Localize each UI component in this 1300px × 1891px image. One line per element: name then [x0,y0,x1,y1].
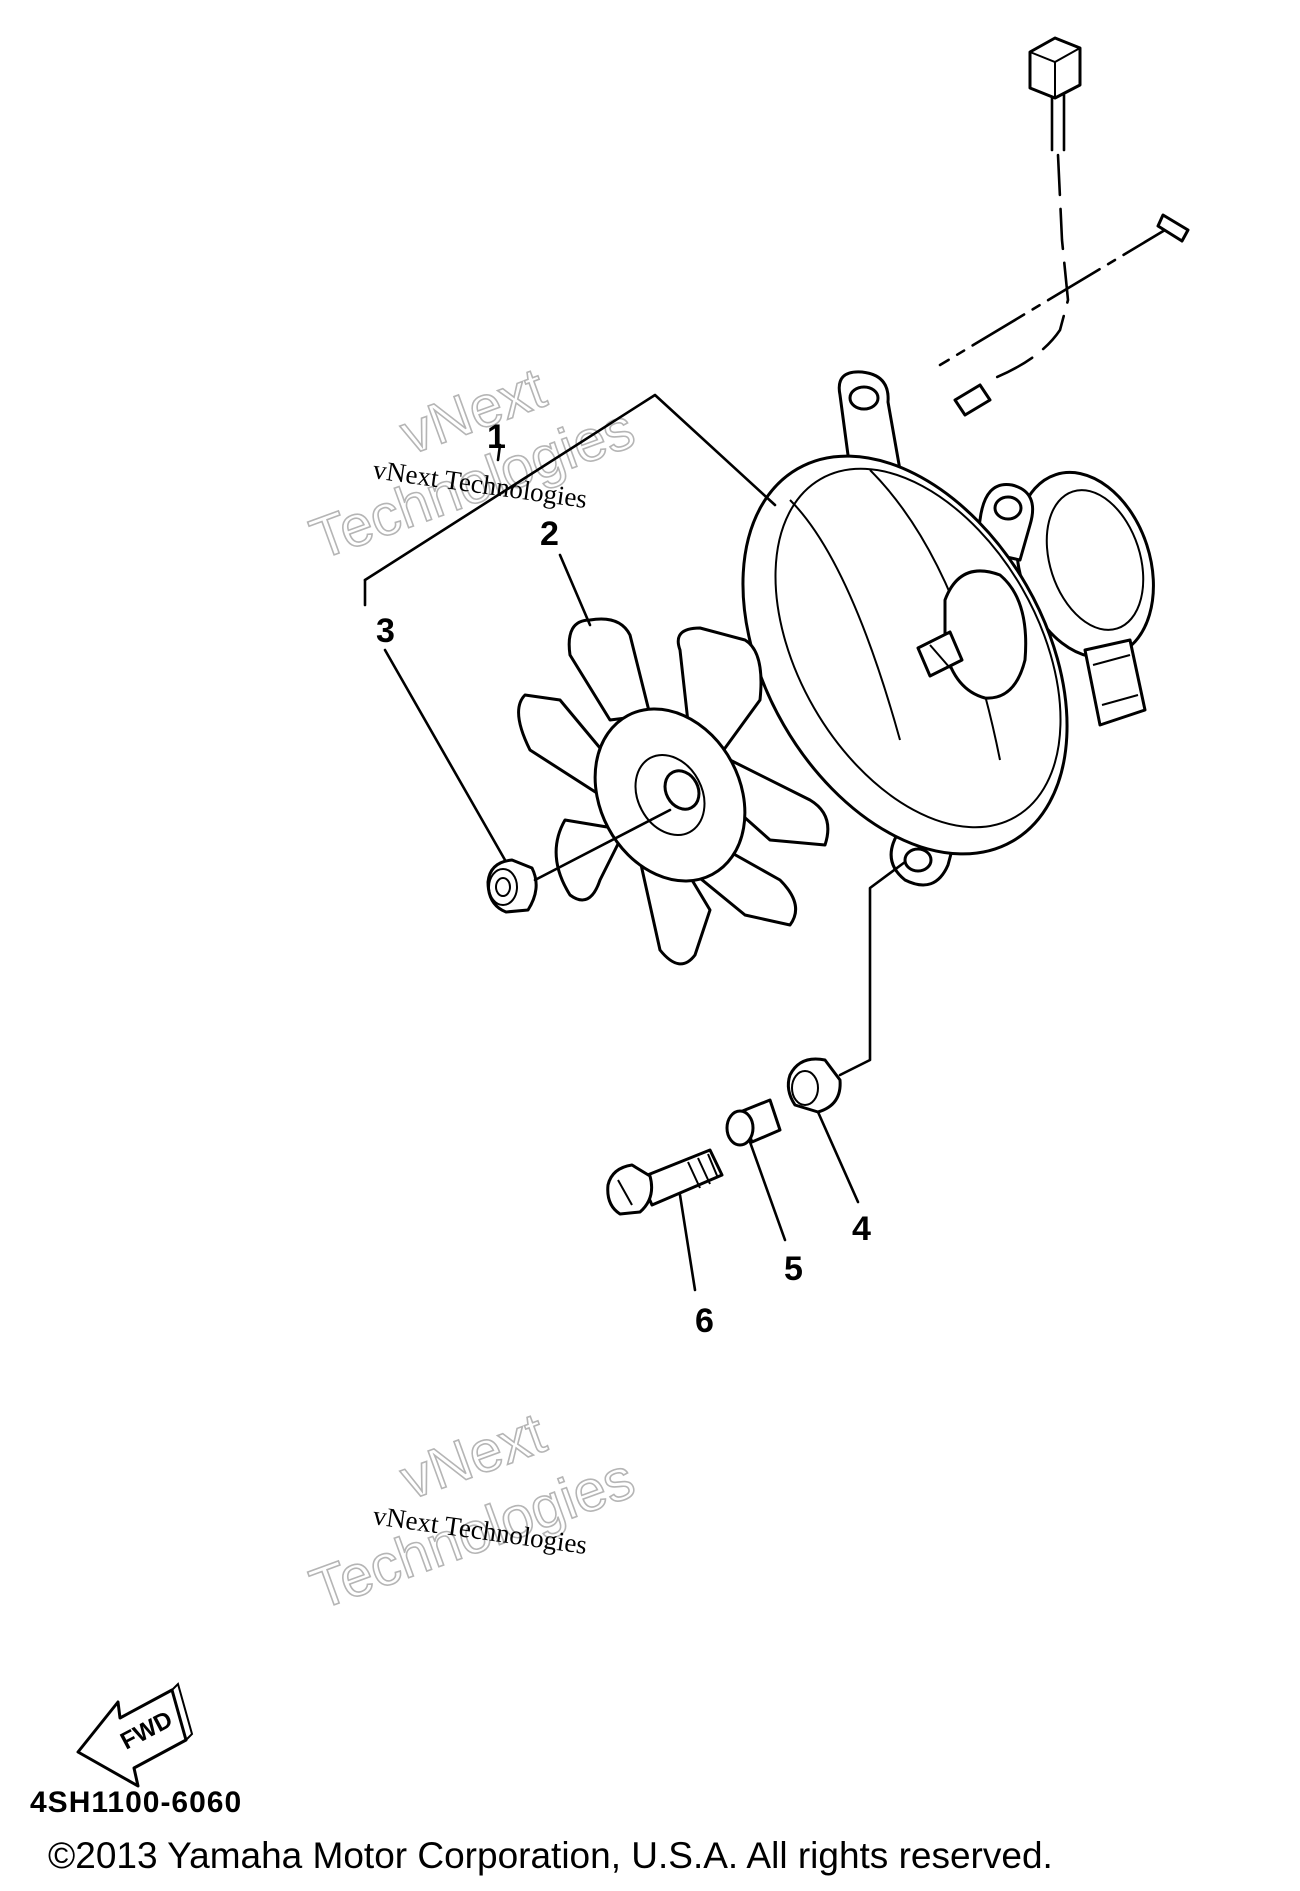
fan-shroud-assembly [741,370,1155,887]
collar [725,1098,782,1147]
callout-1: 1 [487,418,506,456]
callout-4: 4 [852,1210,871,1248]
leader-lines [363,393,907,1292]
copyright-notice: ©2013 Yamaha Motor Corporation, U.S.A. A… [48,1835,1053,1876]
callout-6: 6 [695,1302,714,1340]
connector-plug [1028,36,1082,152]
wire-harness [988,153,1070,382]
fan-blade [517,617,830,966]
watermark-upper: vNext Technologies vNext Technologies [301,355,643,573]
forward-direction-arrow-icon: FWD [76,1682,194,1788]
callout-5: 5 [784,1250,803,1288]
callout-2: 2 [540,515,559,553]
callout-3: 3 [376,612,395,650]
bolt [606,1148,724,1216]
mount-axis-line [938,213,1190,367]
grommet [786,1057,842,1114]
flange-nut [486,858,538,914]
diagram-code: 4SH1100-6060 [30,1786,242,1819]
watermark-lower: vNext Technologies vNext Technologies [301,1400,643,1623]
